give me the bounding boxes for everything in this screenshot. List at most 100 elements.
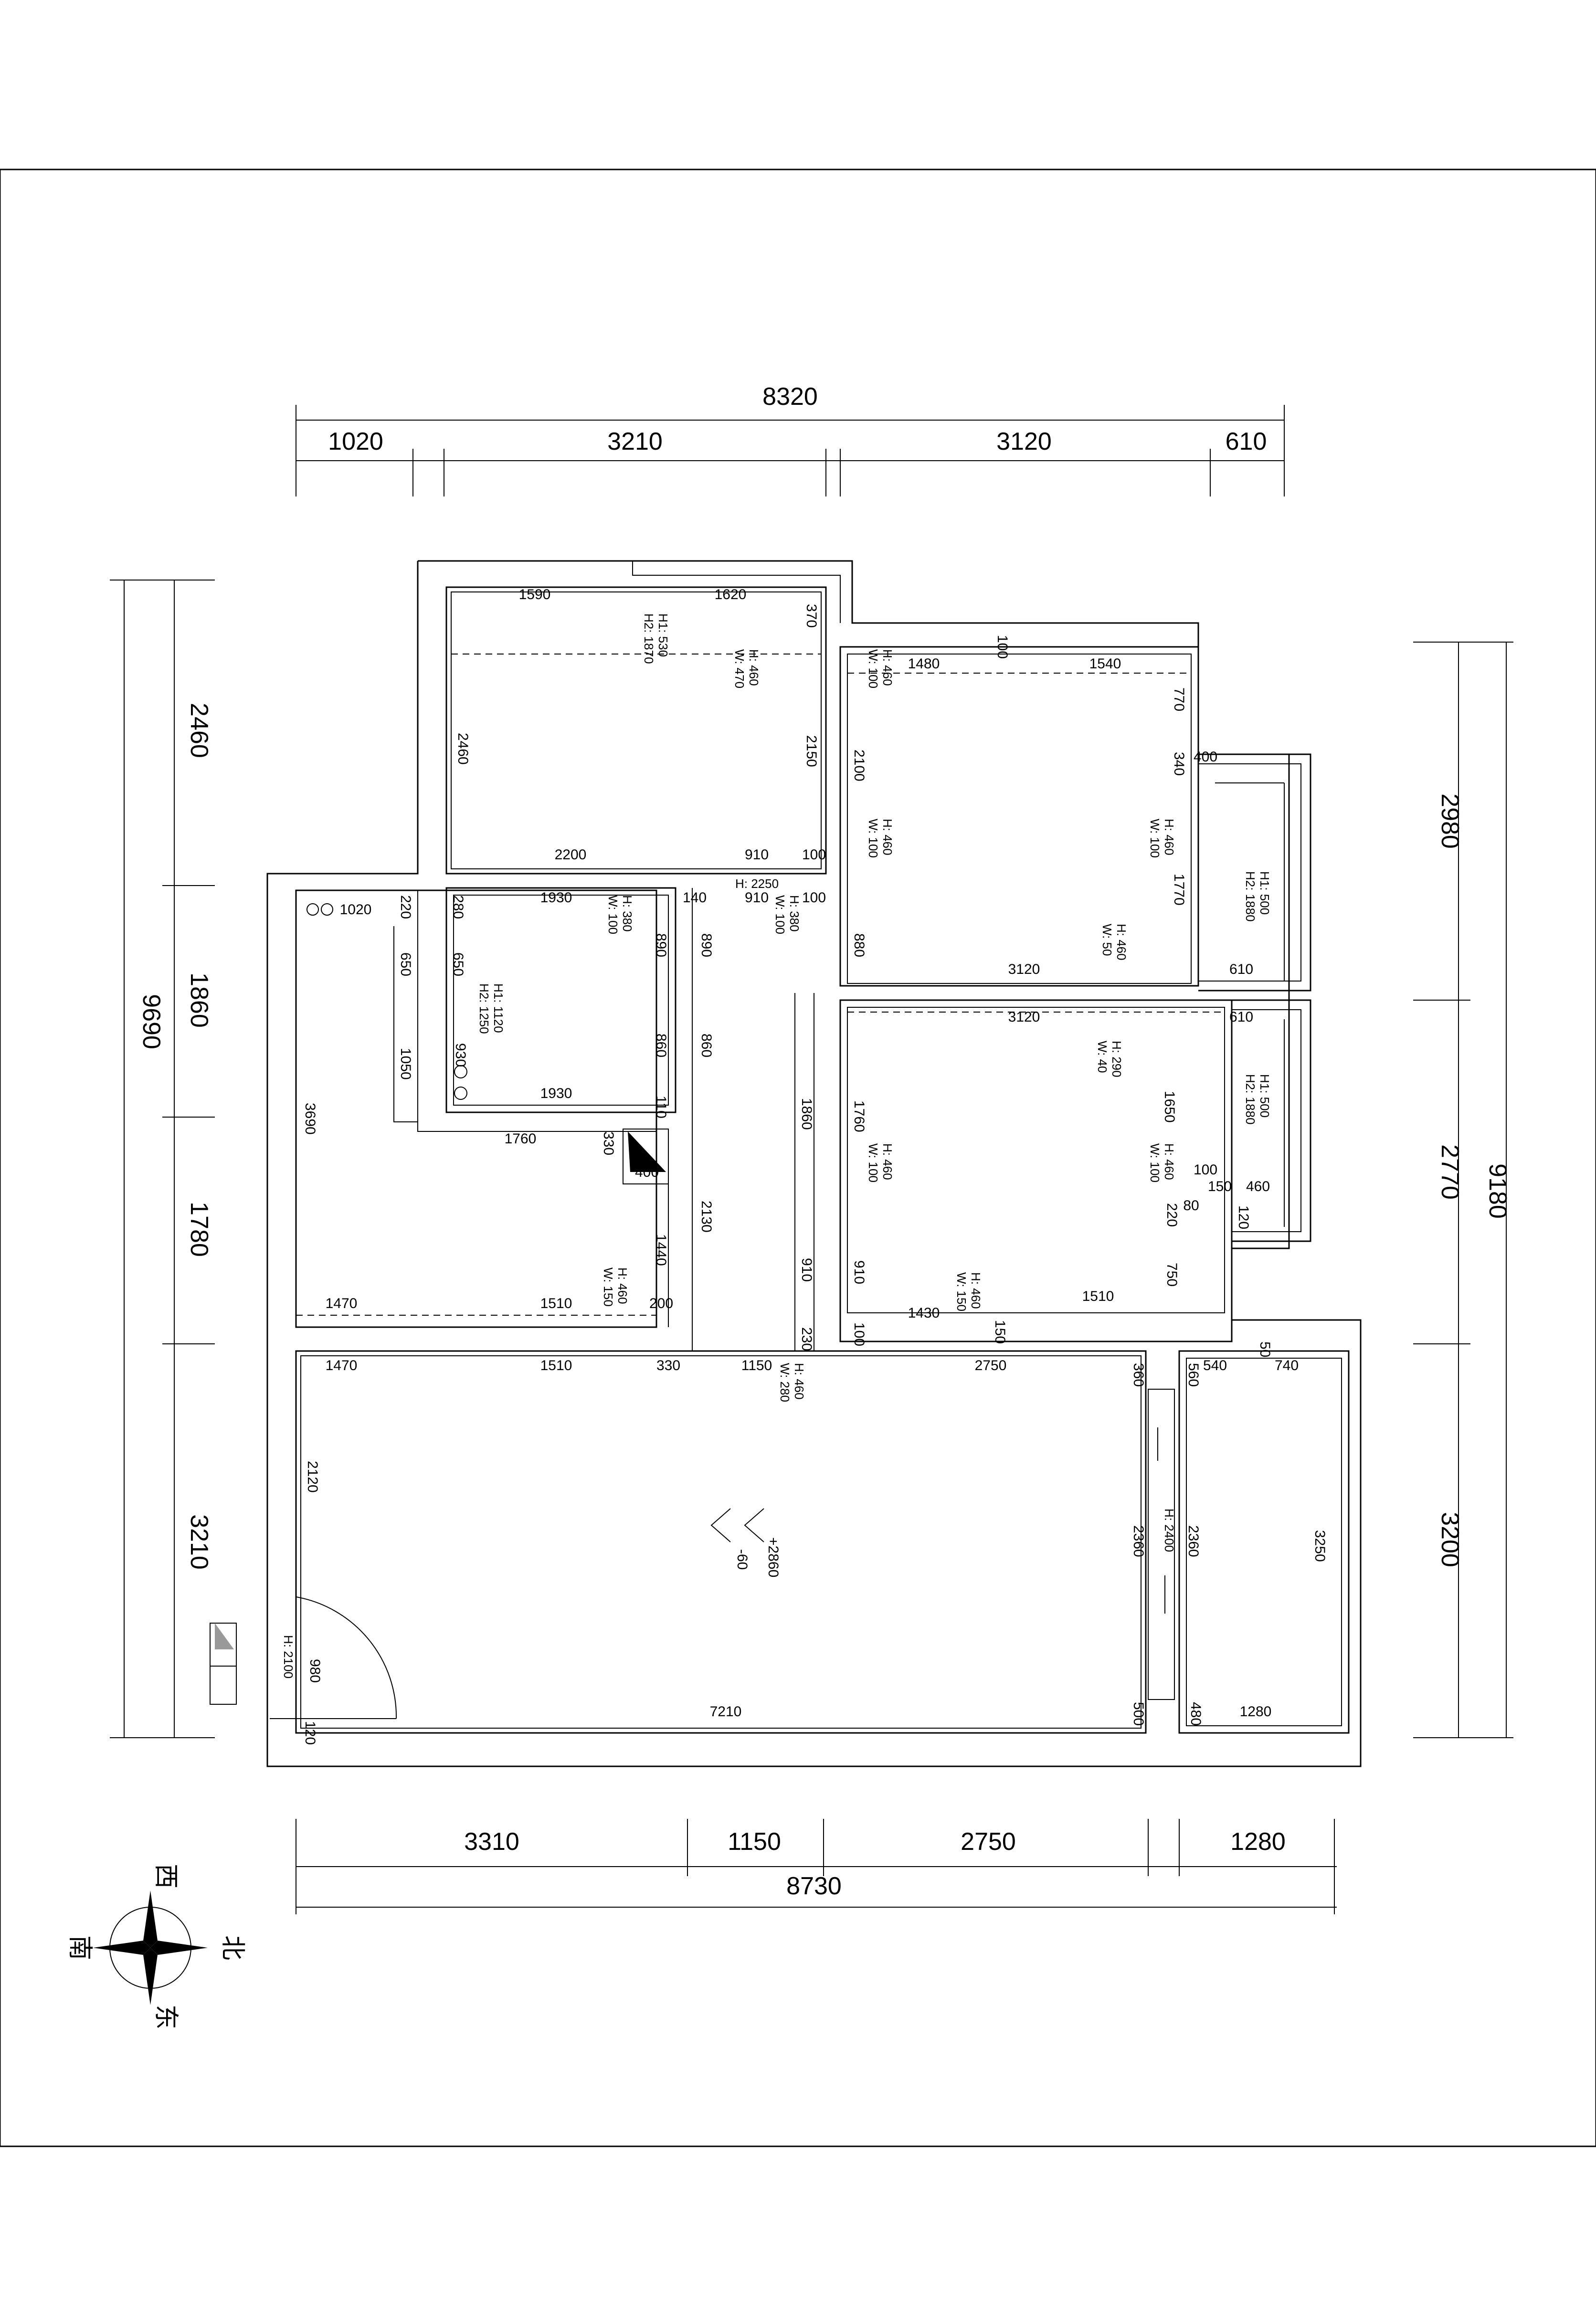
- dim-top-seg-4: 610: [1226, 428, 1267, 455]
- window-w-label: W: 470: [732, 649, 747, 688]
- window-w-label: W: 100: [606, 895, 620, 934]
- dim-400: 400: [635, 1164, 659, 1180]
- dim-360: 360: [1131, 1363, 1146, 1387]
- compass-south-label: 南: [65, 1935, 94, 1960]
- dim-770: 770: [1171, 687, 1187, 711]
- dim-1510: 1510: [1082, 1288, 1114, 1304]
- dim-200: 200: [649, 1296, 673, 1311]
- window-w-label: W: 50: [1100, 924, 1114, 956]
- room-top-labels: 1590 1620 370 2460 2150 2200 910 100 H1:…: [455, 587, 826, 863]
- window-w-label: W: 150: [954, 1272, 969, 1311]
- window-w-label: W: 150: [601, 1267, 615, 1307]
- dim-3250: 3250: [1312, 1530, 1328, 1562]
- window-h-label: H: 460: [1114, 924, 1129, 961]
- dim-left-seg-3: 1780: [185, 1202, 213, 1257]
- dim-2360: 2360: [1185, 1525, 1201, 1557]
- room-se-labels: 3120 610 H: 290 W: 40 1650 1760 H1: 500 …: [851, 1009, 1272, 1346]
- dim-610: 610: [1229, 961, 1253, 977]
- dim-top-seg-3: 3120: [996, 428, 1052, 455]
- dim-left-seg-2: 1860: [185, 972, 213, 1028]
- dim-1930: 1930: [540, 890, 572, 906]
- flue-icon: [623, 1129, 669, 1184]
- dim-400: 400: [1194, 749, 1217, 765]
- window-h2-label: H2: 1250: [477, 983, 491, 1034]
- window-w-label: W: 100: [866, 1143, 880, 1182]
- dim-1280: 1280: [1240, 1704, 1272, 1720]
- bay-window-h1-label: H1: 500: [1258, 871, 1272, 915]
- kitchen-labels: 3690 1760 330 400 1440 1470 1510 200 H: …: [302, 1103, 673, 1311]
- dim-980: 980: [307, 1659, 323, 1683]
- dim-650: 650: [398, 952, 413, 976]
- dim-3120: 3120: [1008, 961, 1040, 977]
- dim-1930: 1930: [540, 1086, 572, 1101]
- window-w-label: W: 280: [778, 1363, 792, 1402]
- right-dimensions: 2980 2770 3200 9180: [1413, 642, 1513, 1738]
- dim-1770: 1770: [1171, 874, 1187, 906]
- dim-910: 910: [799, 1258, 814, 1282]
- dim-910: 910: [745, 890, 769, 906]
- living-labels: 1470 1510 330 1150 2750 360 540 50 740 5…: [281, 1341, 1328, 1745]
- dim-2360: 2360: [1131, 1525, 1146, 1557]
- dim-2460: 2460: [455, 733, 471, 765]
- window-h-label: H: 460: [1162, 819, 1176, 855]
- dim-1510: 1510: [540, 1358, 572, 1373]
- entry-door-icon: [270, 1596, 397, 1719]
- left-dimensions: 9690 2460 1860 1780 3210: [110, 580, 215, 1738]
- dim-650: 650: [450, 952, 466, 976]
- dim-top-seg-2: 3210: [607, 428, 663, 455]
- dim-750: 750: [1164, 1263, 1180, 1287]
- dim-340: 340: [1171, 752, 1187, 776]
- dim-bottom-seg-3: 2750: [961, 1828, 1016, 1856]
- bottom-dimensions: 3310 1150 2750 1280 8730: [296, 1819, 1337, 1914]
- dim-left-total: 9690: [137, 994, 165, 1049]
- dim-220: 220: [1164, 1203, 1180, 1227]
- dim-1480: 1480: [908, 656, 940, 672]
- dim-top-total: 8320: [762, 383, 818, 411]
- dim-bottom-total: 8730: [786, 1872, 842, 1900]
- level-label: +2860: [765, 1537, 781, 1577]
- dim-2750: 2750: [975, 1358, 1007, 1373]
- dim-1150: 1150: [741, 1358, 772, 1373]
- window-h-label: H: 380: [787, 895, 802, 932]
- dim-top-seg-1: 1020: [328, 428, 383, 455]
- dim-100: 100: [851, 1322, 867, 1346]
- bay-window-h2-label: H2: 1880: [1243, 871, 1258, 922]
- window-w-label: W: 100: [773, 895, 787, 934]
- dim-50: 50: [1257, 1341, 1273, 1357]
- dim-480: 480: [1188, 1702, 1204, 1726]
- window-h-label: H: 380: [620, 895, 634, 932]
- window-h-label: H: 460: [880, 1143, 895, 1180]
- window-w-label: W: 100: [866, 649, 880, 688]
- dim-230: 230: [799, 1327, 814, 1351]
- dim-1510: 1510: [540, 1296, 572, 1311]
- compass-east-label: 东: [151, 2005, 180, 2029]
- dim-1860: 1860: [799, 1098, 814, 1130]
- dim-left-seg-4: 3210: [185, 1514, 213, 1570]
- window-h-label: H: 460: [747, 649, 761, 686]
- dim-890: 890: [653, 933, 669, 957]
- dim-100: 100: [802, 890, 826, 906]
- dim-330: 330: [656, 1358, 680, 1373]
- compass-west-label: 西: [151, 1864, 180, 1889]
- level-marker-icons: [710, 1508, 764, 1542]
- dim-80: 80: [1183, 1198, 1199, 1214]
- dim-100: 100: [1194, 1162, 1217, 1178]
- dim-150: 150: [1208, 1179, 1232, 1194]
- dim-2100: 2100: [851, 750, 867, 781]
- dim-2130: 2130: [698, 1201, 714, 1233]
- window-w-label: W: 100: [1148, 819, 1162, 858]
- dim-1020: 1020: [340, 902, 372, 918]
- dim-100: 100: [994, 635, 1010, 659]
- window-h-label: H: 460: [969, 1272, 983, 1309]
- dim-880: 880: [851, 933, 867, 957]
- dim-110: 110: [653, 1096, 669, 1119]
- dim-left-seg-1: 2460: [185, 703, 213, 758]
- dim-460: 460: [1246, 1179, 1270, 1194]
- compass-rose-icon: 西 北 南 东: [65, 1864, 247, 2029]
- dim-right-seg-1: 2980: [1436, 793, 1464, 849]
- window-h2-label: H2: 1870: [642, 613, 656, 664]
- dim-910: 910: [851, 1260, 867, 1284]
- dim-1760: 1760: [851, 1100, 867, 1132]
- window-w-label: W: 100: [866, 819, 880, 858]
- window-w-label: W: 100: [1148, 1143, 1162, 1182]
